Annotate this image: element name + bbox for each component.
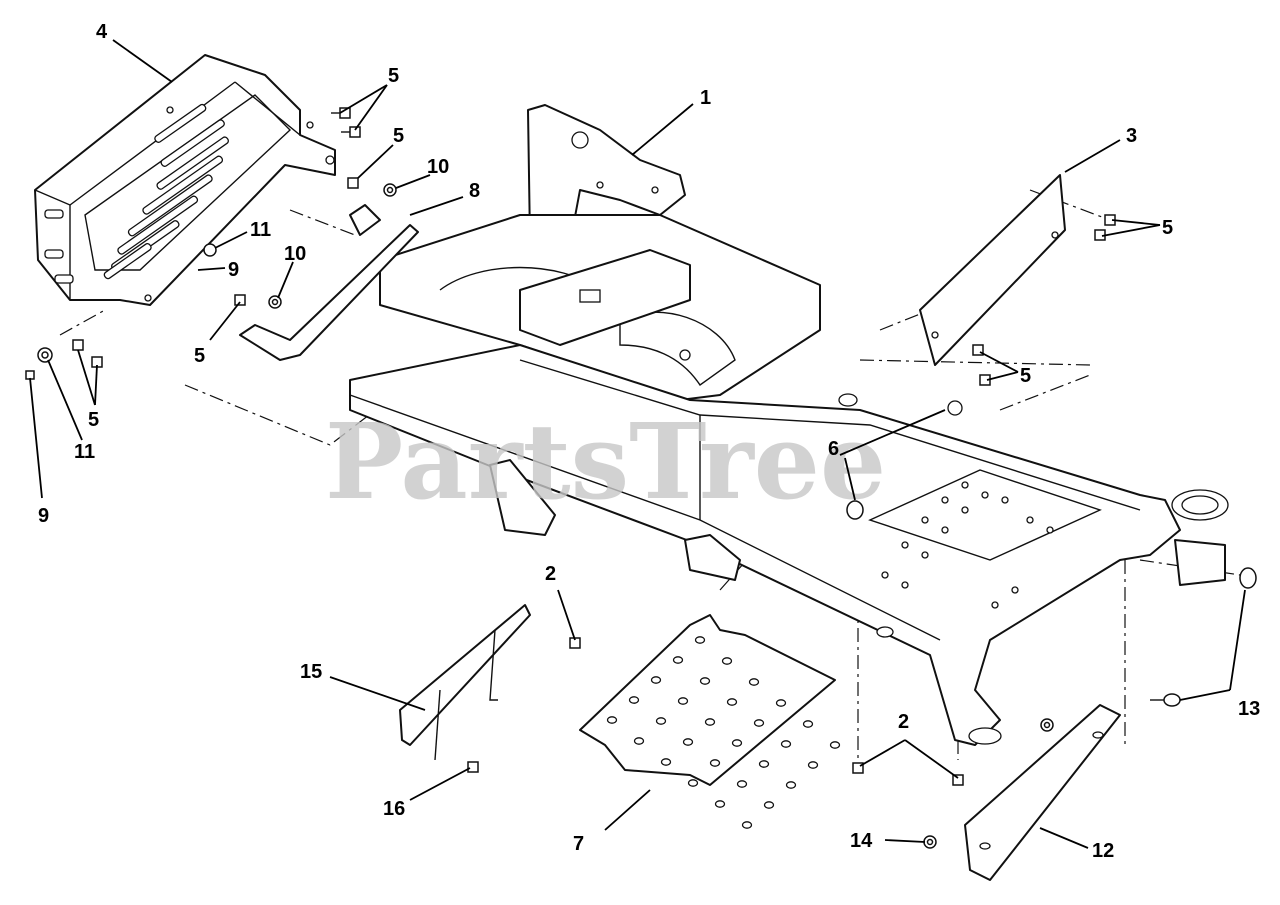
callouts: 4 1 3 5 5 10 8 11 9 10 5 5 11 9 5 5 6 2 …	[38, 21, 1260, 862]
callout-5: 5	[1020, 365, 1031, 387]
plate-hole	[758, 760, 770, 768]
callout-11: 11	[74, 441, 95, 463]
callout-7: 7	[573, 833, 584, 855]
callout-5: 5	[1162, 217, 1173, 239]
plate-hole	[650, 676, 662, 684]
part-8-bracket	[239, 204, 419, 361]
part-1-main-frame	[349, 104, 1229, 746]
callout-2: 2	[545, 563, 556, 585]
plate-hole	[628, 696, 640, 704]
nut	[1040, 718, 1054, 732]
callout-5: 5	[88, 409, 99, 431]
plate-hole	[763, 801, 775, 809]
callout-9: 9	[38, 505, 49, 527]
callout-2: 2	[898, 711, 909, 733]
callout-12: 12	[1092, 840, 1114, 862]
plate-hole	[694, 636, 706, 644]
plate-hole	[748, 678, 760, 686]
bolt	[972, 344, 984, 356]
plate-holes	[606, 636, 841, 829]
callout-16: 16	[383, 798, 405, 820]
callout-5: 5	[194, 345, 205, 367]
hardware	[25, 107, 1257, 849]
callout-1: 1	[700, 87, 711, 109]
plate-hole	[721, 657, 733, 665]
callout-6: 6	[828, 438, 839, 460]
callout-11: 11	[250, 219, 271, 241]
watermark: PartsTree	[325, 400, 886, 523]
plate-hole	[802, 720, 814, 728]
pin	[1239, 567, 1257, 589]
part-15-rod-bracket	[399, 604, 531, 761]
callout-13: 13	[1238, 698, 1260, 720]
callout-5: 5	[388, 65, 399, 87]
plate-hole	[736, 780, 748, 788]
plate-hole	[753, 719, 765, 727]
plate-hole	[606, 716, 618, 724]
part-4-tray	[34, 54, 336, 306]
plate-hole	[829, 741, 841, 749]
callout-10: 10	[284, 243, 306, 265]
bolt	[72, 339, 84, 351]
plate-hole	[741, 821, 753, 829]
plate-hole	[714, 800, 726, 808]
bolt	[25, 370, 35, 380]
plate-hole	[677, 697, 689, 705]
plate-hole	[780, 740, 792, 748]
plate-hole	[633, 737, 645, 745]
part-7-foot-plate	[579, 614, 841, 829]
callout-14: 14	[850, 830, 873, 852]
plate-hole	[660, 758, 672, 766]
leader-lines	[29, 39, 1246, 849]
plate-hole	[807, 761, 819, 769]
washer	[37, 347, 53, 363]
callout-5: 5	[393, 125, 404, 147]
plate-hole	[726, 698, 738, 706]
callout-3: 3	[1126, 125, 1137, 147]
callout-9: 9	[228, 259, 239, 281]
bolt	[341, 126, 361, 138]
plate-hole	[785, 781, 797, 789]
washer	[203, 243, 217, 257]
callout-15: 15	[300, 661, 322, 683]
nut	[268, 295, 282, 309]
plate-hole	[687, 779, 699, 787]
plate-hole	[672, 656, 684, 664]
plate-hole	[682, 738, 694, 746]
plate-hole	[704, 718, 716, 726]
plate-hole	[699, 677, 711, 685]
cap	[846, 500, 864, 520]
part-12-plate	[964, 704, 1121, 881]
plate-hole	[731, 739, 743, 747]
plate-hole	[775, 699, 787, 707]
callout-4: 4	[96, 21, 108, 43]
bolt	[852, 762, 864, 774]
nut	[383, 183, 397, 197]
plate-hole	[709, 759, 721, 767]
bolt	[347, 177, 359, 189]
callout-10: 10	[427, 156, 449, 178]
plate-hole	[655, 717, 667, 725]
callout-8: 8	[469, 180, 480, 202]
bolt	[467, 761, 479, 773]
frame-holes	[881, 481, 1054, 609]
bolt	[234, 294, 246, 306]
nut	[923, 835, 937, 849]
pin	[1150, 693, 1181, 707]
bolt	[952, 774, 964, 786]
part-3-panel	[919, 174, 1066, 366]
